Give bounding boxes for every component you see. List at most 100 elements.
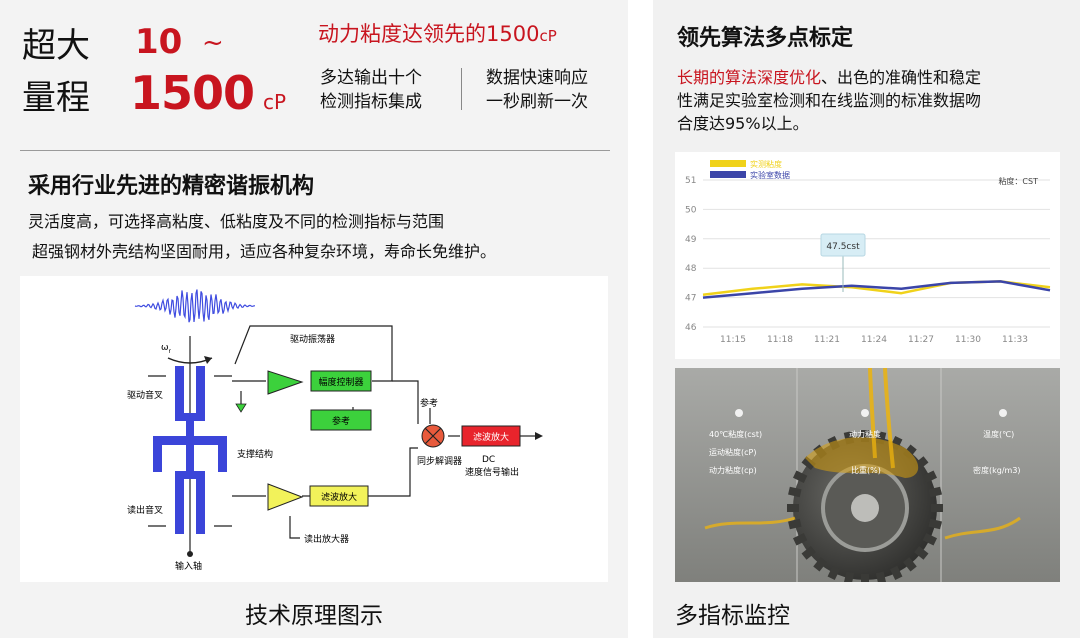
- tooltip-text: 47.5cst: [826, 242, 860, 252]
- principle-diagram: ωr: [20, 276, 608, 582]
- feature-2-line-1: 数据快速响应: [486, 68, 588, 88]
- left-caption: 技术原理图示: [245, 603, 383, 629]
- waveform: [134, 289, 255, 323]
- mixer-cross: [424, 427, 442, 445]
- x-tick-label: 11:15: [720, 335, 746, 345]
- label-a1: 40℃粘度(cst): [709, 429, 762, 439]
- filter-amp-bottom-label: 滤波放大: [321, 491, 357, 503]
- y-tick-label: 48: [685, 264, 697, 274]
- feature-1-line-1: 多达输出十个: [320, 68, 422, 88]
- signal-lines: [232, 325, 535, 539]
- legend-swatch-2: [710, 171, 746, 178]
- section-title: 采用行业先进的精密谐振机构: [28, 174, 315, 199]
- filter-amp-top-box: [461, 425, 521, 447]
- dc-label: DC: [482, 455, 495, 465]
- range-tilde: ~: [202, 28, 224, 58]
- x-tick-label: 11:18: [767, 335, 793, 345]
- ref-label: 参考: [420, 397, 438, 409]
- oil-drip-left: [704, 516, 796, 530]
- range-unit: cP: [263, 90, 287, 114]
- headline-unit: cP: [539, 27, 557, 45]
- y-tick-label: 50: [685, 205, 697, 215]
- range-to: 1500: [130, 66, 255, 120]
- unit-label: 粘度：CST: [998, 176, 1038, 186]
- label-c2: 密度(kg/m3): [973, 465, 1021, 475]
- right-desc-line-2: 性满足实验室检测和在线监测的标准数据吻: [677, 91, 982, 110]
- panel-gap: [628, 0, 653, 638]
- read-amp-label: 读出放大器: [304, 533, 349, 545]
- legend-label-1: 实测粘度: [750, 159, 782, 169]
- legend-label-2: 实验室数据: [750, 170, 790, 180]
- point-marker-3: [999, 409, 1007, 417]
- amp-ctrl-box: [310, 370, 372, 392]
- tooltip-box: [820, 233, 866, 257]
- point-marker-2: [861, 409, 869, 417]
- feature-1-line-2: 检测指标集成: [320, 92, 422, 112]
- x-tick-label: 11:30: [955, 335, 981, 345]
- omega-label: ωr: [161, 343, 172, 355]
- right-desc-highlight: 长期的算法深度优化: [677, 68, 822, 87]
- label-b1: 动力粘度: [849, 429, 881, 439]
- headline: 动力粘度达领先的1500cP: [318, 18, 557, 48]
- x-tick-label: 11:21: [814, 335, 840, 345]
- y-tick-label: 49: [685, 235, 697, 245]
- point-marker-1: [735, 409, 743, 417]
- section-divider: [20, 150, 610, 151]
- right-desc: 长期的算法深度优化、出色的准确性和稳定 性满足实验室检测和在线监测的标准数据吻 …: [677, 66, 1067, 135]
- label-c1: 温度(℃): [983, 429, 1014, 439]
- gear-photo-svg: 40℃粘度(cst) 运动粘度(cP) 动力粘度(cp) 动力粘度 比重(%) …: [675, 368, 1060, 582]
- left-panel: 超大 量程 10 ~ 1500 cP 动力粘度达领先的1500cP 多达输出十个…: [0, 0, 628, 638]
- label-a3: 动力粘度(cp): [709, 465, 757, 475]
- drive-amp-triangle: [267, 370, 304, 395]
- input-shaft-label: 输入轴: [175, 560, 202, 572]
- vibration-arrows: [148, 375, 232, 527]
- filter-amp-top-label: 滤波放大: [473, 431, 509, 443]
- filter-amp-bottom-box: [309, 485, 369, 507]
- range-label-2: 量程: [22, 78, 90, 118]
- ground-symbol: [235, 403, 247, 413]
- feature-divider: [461, 68, 462, 110]
- headline-text: 动力粘度达领先的1500: [318, 22, 540, 46]
- diagram-svg: ωr: [127, 289, 543, 572]
- feature-2: 数据快速响应 一秒刷新一次: [486, 66, 588, 114]
- label-a2: 运动粘度(cP): [709, 447, 756, 457]
- right-desc-rest: 、出色的准确性和稳定: [821, 68, 982, 87]
- sync-demod-label: 同步解调器: [417, 455, 462, 467]
- output-arrow: [535, 432, 543, 440]
- amp-ctrl-label: 幅度控制器: [318, 376, 363, 388]
- tuning-fork: [153, 366, 227, 534]
- gear-photo: 40℃粘度(cst) 运动粘度(cP) 动力粘度(cp) 动力粘度 比重(%) …: [675, 368, 1060, 582]
- label-b2: 比重(%): [851, 465, 881, 475]
- axis-end: [187, 551, 193, 557]
- right-desc-line-3: 合度达95%以上。: [677, 114, 809, 133]
- ref-box-label: 参考: [332, 415, 350, 427]
- support-label: 支撑结构: [237, 448, 273, 460]
- read-amp-triangle: [267, 483, 304, 511]
- desc-line-2: 超强钢材外壳结构坚固耐用，适应各种复杂环境，寿命长免维护。: [32, 242, 497, 261]
- y-tick-label: 51: [685, 176, 696, 186]
- right-title: 领先算法多点标定: [677, 26, 854, 51]
- desc-line-1: 灵活度高，可选择高粘度、低粘度及不同的检测指标与范围: [28, 212, 445, 231]
- oil-drip-right: [944, 516, 1021, 540]
- speed-out-label: 速度信号输出: [465, 466, 519, 478]
- rotation-arrow-head: [204, 356, 212, 364]
- right-caption: 多指标监控: [675, 603, 790, 629]
- read-fork-label: 读出音叉: [127, 504, 163, 516]
- feature-1: 多达输出十个 检测指标集成: [320, 66, 422, 114]
- y-tick-label: 46: [685, 323, 697, 333]
- feature-2-line-2: 一秒刷新一次: [486, 92, 588, 112]
- right-desc-line-1: 长期的算法深度优化、出色的准确性和稳定: [677, 66, 1067, 89]
- legend-swatch-1: [710, 160, 746, 167]
- ref-box: [310, 409, 372, 431]
- drive-fork-label: 驱动音叉: [127, 389, 163, 401]
- x-tick-label: 11:33: [1002, 335, 1028, 345]
- y-tick-label: 47: [685, 294, 696, 304]
- x-tick-label: 11:27: [908, 335, 934, 345]
- range-label-1: 超大: [22, 26, 90, 66]
- range-from: 10: [135, 22, 183, 62]
- photo-labels: 40℃粘度(cst) 运动粘度(cP) 动力粘度(cp) 动力粘度 比重(%) …: [709, 429, 1021, 475]
- oil-splash: [805, 437, 919, 478]
